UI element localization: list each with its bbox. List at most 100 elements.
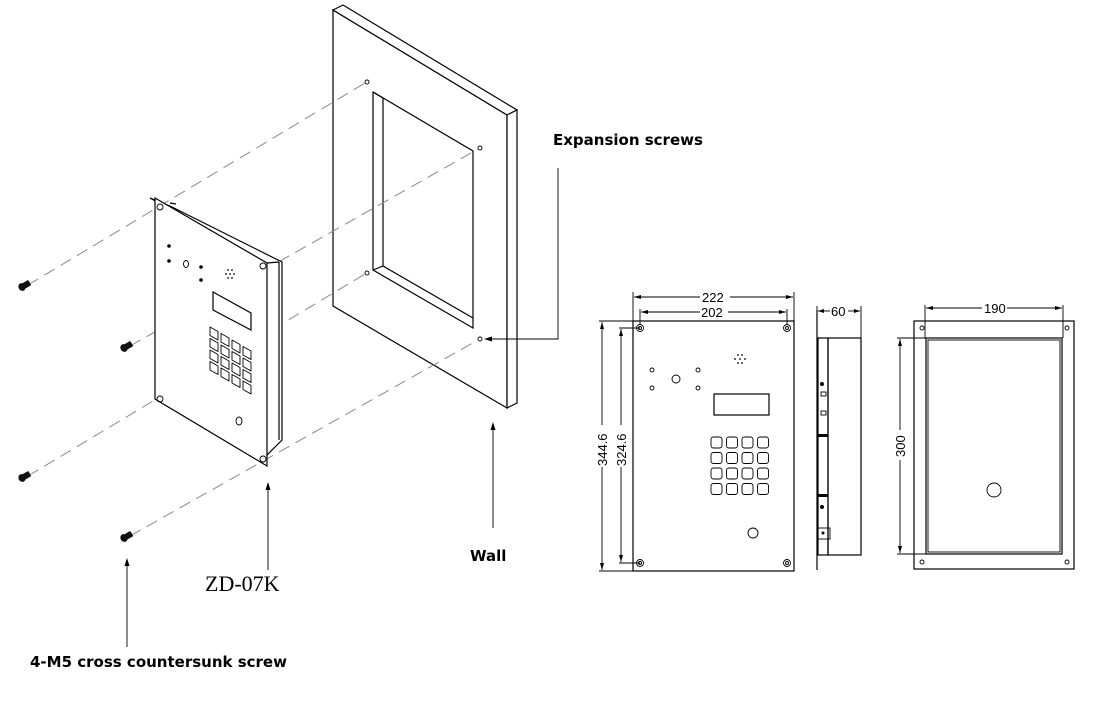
leader-expansion-screws [488, 168, 559, 340]
keypad-key [710, 452, 723, 464]
side-detail [820, 391, 827, 397]
dim-arrow-icon [898, 546, 902, 553]
camera-lens-icon [183, 260, 189, 268]
panel-display [212, 290, 252, 331]
keypad-key [209, 349, 219, 364]
alignment-line [27, 82, 366, 286]
wall-recess-depth [372, 91, 474, 319]
dim-label-222: 222 [702, 290, 724, 305]
label-wall: Wall [470, 547, 506, 565]
side-screw [820, 382, 824, 386]
arrow-icon [490, 422, 496, 430]
wall [331, 4, 519, 410]
keypad-key [231, 351, 241, 365]
panel-corner-screw [156, 203, 164, 211]
back-hole [919, 325, 925, 331]
keypad-key [726, 452, 738, 464]
panel-corner-screw [259, 455, 267, 463]
side-detail [818, 434, 828, 437]
keypad-key [757, 467, 769, 480]
speaker-grille-icon [225, 269, 235, 279]
wall-recess-corner [372, 265, 384, 271]
panel-front-plate [154, 196, 268, 468]
keypad-key [741, 467, 754, 480]
wall-screw-hole [364, 79, 370, 85]
side-box [827, 337, 862, 556]
keypad-key [209, 361, 219, 375]
dim-arrow-icon [926, 306, 933, 310]
side-detail [818, 494, 828, 497]
dim-label-60: 60 [831, 304, 845, 319]
keypad-key [209, 326, 219, 341]
dim-label-202: 202 [701, 305, 723, 320]
screw-icon [18, 471, 31, 482]
screw-icon [18, 280, 31, 291]
wall-front-face [332, 8, 508, 410]
back-view: 190 300 [893, 301, 1075, 570]
panel-edge [169, 202, 177, 205]
keypad-key [757, 436, 769, 449]
side-detail [820, 410, 827, 416]
dim-arrow-icon [634, 295, 641, 299]
side-flange [817, 337, 829, 556]
front-hole [649, 367, 655, 373]
keypad-key [741, 483, 754, 495]
dim-label-300: 300 [893, 435, 908, 457]
wall-screw-hole [477, 336, 483, 342]
keypad-key [242, 380, 252, 395]
dim-arrow-icon [600, 563, 604, 570]
label-screws: 4-M5 cross countersunk screw [30, 653, 287, 671]
side-screw [820, 505, 824, 509]
dim-arrow-icon [619, 555, 623, 562]
dim-arrow-icon [779, 310, 786, 314]
back-frame [913, 320, 1075, 570]
front-view-plate [632, 320, 795, 572]
screw-icon [120, 531, 133, 542]
alignment-line [129, 339, 479, 537]
side-bracket [817, 527, 831, 540]
keypad-key [710, 467, 723, 480]
back-hole [1064, 325, 1070, 331]
panel-keypad [209, 326, 252, 395]
callouts: Expansion screws Wall ZD-07K 4-M5 cross … [30, 131, 703, 671]
dim-arrow-icon [818, 309, 824, 313]
dim-arrow-icon [786, 295, 793, 299]
keypad-key [220, 333, 230, 347]
keypad-key [242, 346, 252, 360]
keypad-key [741, 452, 754, 464]
wall-screw-hole [477, 145, 483, 151]
keypad-key [726, 467, 738, 480]
keypad-key [242, 369, 252, 383]
screw-icon [120, 341, 133, 352]
keypad-key [242, 357, 252, 372]
panel-hole [167, 244, 171, 248]
back-hole [1064, 559, 1070, 565]
label-model: ZD-07K [205, 571, 280, 596]
dim-label-190: 190 [984, 301, 1006, 316]
panel-corner-screw [259, 262, 267, 270]
dim-label-324-6: 324.6 [614, 433, 629, 466]
speaker-grille-icon [734, 354, 746, 364]
panel-hole [167, 259, 171, 263]
wall-side-edge [506, 109, 518, 409]
keypad-key [231, 362, 241, 377]
camera-lens-icon [671, 374, 681, 384]
dim-arrow-icon [854, 309, 860, 313]
arrow-icon [124, 558, 130, 566]
keypad-key [209, 338, 219, 352]
panel-corner-screw [156, 395, 164, 403]
dim-arrow-icon [898, 339, 902, 346]
keypad-key [757, 452, 769, 464]
keypad-key [231, 339, 241, 354]
intercom-panel-isometric [149, 196, 283, 468]
keypad-key [710, 483, 723, 495]
dim-arrow-icon [641, 310, 648, 314]
back-box [925, 337, 1063, 555]
front-keypad [710, 436, 769, 495]
front-display [713, 393, 770, 416]
call-button-icon [235, 416, 243, 426]
keypad-key [757, 483, 769, 495]
dim-label-344-6: 344.6 [595, 433, 610, 466]
panel-hole [199, 278, 203, 282]
